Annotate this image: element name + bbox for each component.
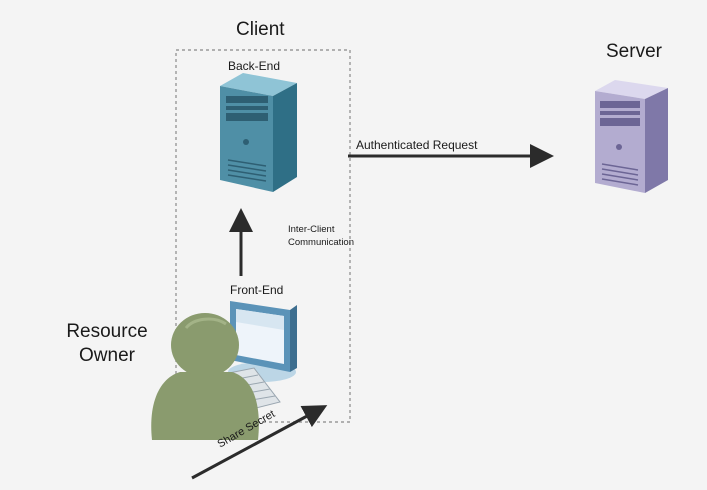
resource-owner-person-icon (151, 313, 259, 440)
client-title: Client (236, 19, 285, 40)
back-end-label: Back-End (228, 59, 281, 73)
authenticated-request-label: Authenticated Request (356, 138, 478, 152)
resource-owner-label: Resource Owner (66, 321, 148, 366)
back-end-server-icon (220, 73, 297, 192)
client-boundary (175, 49, 351, 423)
front-end-computer-icon (223, 301, 297, 411)
server-icon (595, 80, 668, 193)
share-secret-arrow (191, 405, 328, 480)
server-title: Server (606, 41, 662, 62)
inter-client-communication-label: Inter-Client Communication (288, 224, 354, 248)
front-end-label: Front-End (230, 283, 284, 297)
